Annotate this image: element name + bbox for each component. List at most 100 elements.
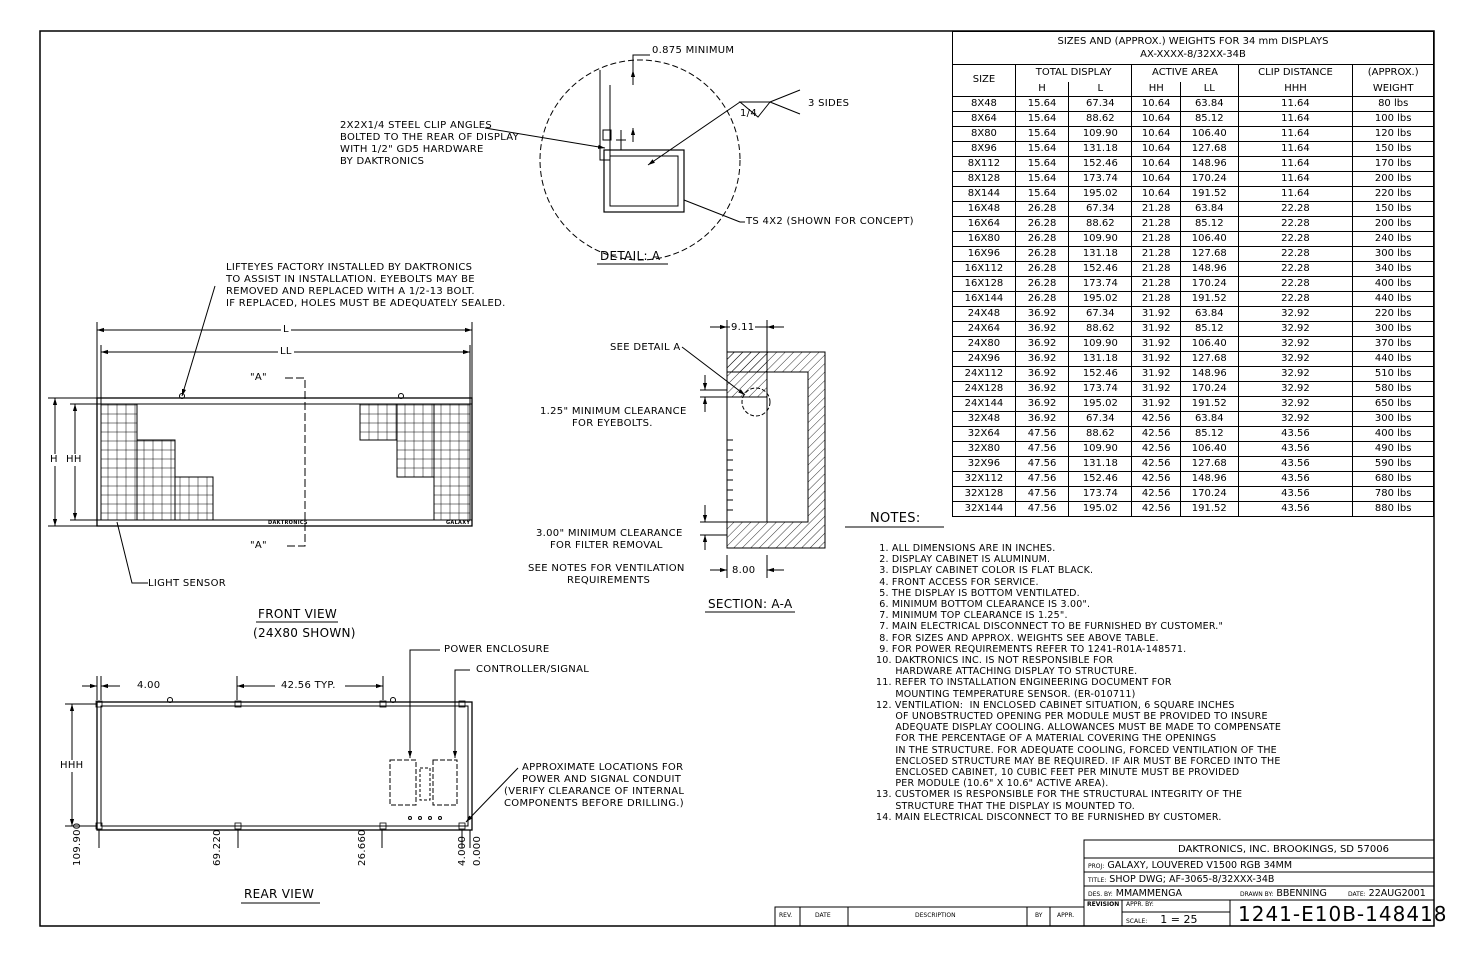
table-cell: 370 lbs (1352, 335, 1434, 352)
lifteye-note-4: IF REPLACED, HOLES MUST BE ADEQUATELY SE… (226, 298, 506, 309)
table-cell: 127.68 (1179, 455, 1239, 472)
section-mark-top: "A" (250, 372, 267, 383)
table-cell: 8X112 (952, 155, 1016, 172)
table-cell: 85.12 (1179, 320, 1239, 337)
table-cell: 80 lbs (1352, 95, 1434, 112)
power-enclosure-label: POWER ENCLOSURE (444, 644, 550, 655)
lifteye-note-1: LIFTEYES FACTORY INSTALLED BY DAKTRONICS (226, 262, 473, 273)
table-cell: 680 lbs (1352, 470, 1434, 487)
table-cell: 10.64 (1131, 140, 1181, 157)
table-cell: 42.56 (1131, 410, 1181, 427)
dim-4-00: 4.00 (137, 680, 161, 691)
table-cell: 42.56 (1131, 455, 1181, 472)
table-cell: 26.28 (1014, 230, 1070, 247)
clearance-bottom-1: 3.00" MINIMUM CLEARANCE (536, 528, 683, 539)
table-cell: 490 lbs (1352, 440, 1434, 457)
clip-note-3: WITH 1/2" GD5 HARDWARE (340, 144, 484, 155)
table-cell: 10.64 (1131, 185, 1181, 202)
table-cell: 32.92 (1237, 410, 1354, 427)
table-cell: 32.92 (1237, 305, 1354, 322)
table-cell: 24X48 (952, 305, 1016, 322)
drawn-label: DRAWN BY: (1240, 891, 1274, 898)
table-cell: 26.28 (1014, 275, 1070, 292)
drawing-date: 22AUG2001 (1368, 888, 1426, 899)
dim-LL: LL (278, 346, 294, 358)
dim-42-56: 42.56 TYP. (281, 680, 336, 691)
table-cell: 173.74 (1068, 170, 1133, 187)
table-cell: 22.28 (1237, 260, 1354, 277)
hdr-weight: (APPROX.) (1352, 64, 1434, 82)
notes-list: 1. ALL DIMENSIONS ARE IN INCHES. 2. DISP… (876, 543, 1281, 823)
note-line: PER MODULE (10.6" X 10.6" ACTIVE AREA). (876, 778, 1109, 790)
table-cell: 32X80 (952, 440, 1016, 457)
clearance-top-1: 1.25" MINIMUM CLEARANCE (540, 406, 687, 417)
table-cell: 42.56 (1131, 440, 1181, 457)
table-cell: 31.92 (1131, 305, 1181, 322)
table-cell: 88.62 (1068, 425, 1133, 442)
table-cell: 36.92 (1014, 350, 1070, 367)
table-cell: 152.46 (1068, 260, 1133, 277)
table-cell: 170.24 (1179, 275, 1239, 292)
note-line: 3. DISPLAY CABINET COLOR IS FLAT BLACK. (876, 565, 1094, 577)
table-cell: 21.28 (1131, 200, 1181, 217)
clip-note-4: BY DAKTRONICS (340, 156, 425, 167)
table-cell: 32X144 (952, 500, 1016, 517)
table-cell: 106.40 (1179, 335, 1239, 352)
title-label: TITLE: (1088, 877, 1107, 884)
table-cell: 24X144 (952, 395, 1016, 412)
table-cell: 131.18 (1068, 350, 1133, 367)
table-cell: 22.28 (1237, 275, 1354, 292)
proj-label: PROJ: (1088, 863, 1105, 870)
conduit-note-3: (VERIFY CLEARANCE OF INTERNAL (504, 786, 685, 797)
note-line: 12. VENTILATION: IN ENCLOSED CABINET SIT… (876, 699, 1235, 711)
table-cell: 170.24 (1179, 170, 1239, 187)
table-cell: 47.56 (1014, 485, 1070, 502)
table-cell: 22.28 (1237, 290, 1354, 307)
table-cell: 300 lbs (1352, 410, 1434, 427)
table-cell: 63.84 (1179, 410, 1239, 427)
table-cell: 42.56 (1131, 425, 1181, 442)
dim-L: L (281, 324, 291, 336)
table-cell: 32.92 (1237, 395, 1354, 412)
note-line: 7. MINIMUM TOP CLEARANCE IS 1.25". (876, 610, 1068, 622)
brand-label: DAKTRONICS (268, 520, 308, 526)
table-cell: 880 lbs (1352, 500, 1434, 517)
table-cell: 510 lbs (1352, 365, 1434, 382)
section-mark-bottom: "A" (250, 540, 267, 551)
note-line: 11. REFER TO INSTALLATION ENGINEERING DO… (876, 677, 1172, 689)
table-cell: 170 lbs (1352, 155, 1434, 172)
note-line: 13. CUSTOMER IS RESPONSIBLE FOR THE STRU… (876, 789, 1243, 801)
table-cell: 109.90 (1068, 440, 1133, 457)
vent-note-1: SEE NOTES FOR VENTILATION (528, 563, 685, 574)
table-cell: 31.92 (1131, 365, 1181, 382)
table-cell: 8X96 (952, 140, 1016, 157)
des-label: DES. BY: (1088, 891, 1113, 898)
table-cell: 36.92 (1014, 380, 1070, 397)
table-cell: 10.64 (1131, 95, 1181, 112)
table-cell: 16X64 (952, 215, 1016, 232)
clearance-top-2: FOR EYEBOLTS. (572, 418, 653, 429)
table-cell: 47.56 (1014, 455, 1070, 472)
table-cell: 10.64 (1131, 125, 1181, 142)
table-cell: 42.56 (1131, 485, 1181, 502)
note-line: FOR THE PERCENTAGE OF A MATERIAL COVERIN… (876, 733, 1217, 745)
project-name: GALAXY, LOUVERED V1500 RGB 34MM (1107, 860, 1293, 871)
table-cell: 43.56 (1237, 455, 1354, 472)
ordinate-69-220: 69.220 (212, 829, 223, 866)
table-cell: 32.92 (1237, 365, 1354, 382)
rev-col: REV. (779, 912, 793, 919)
table-cell: 8X48 (952, 95, 1016, 112)
table-cell: 88.62 (1068, 215, 1133, 232)
table-cell: 120 lbs (1352, 125, 1434, 142)
table-cell: 26.28 (1014, 215, 1070, 232)
rev-date-col: DATE (815, 912, 831, 919)
